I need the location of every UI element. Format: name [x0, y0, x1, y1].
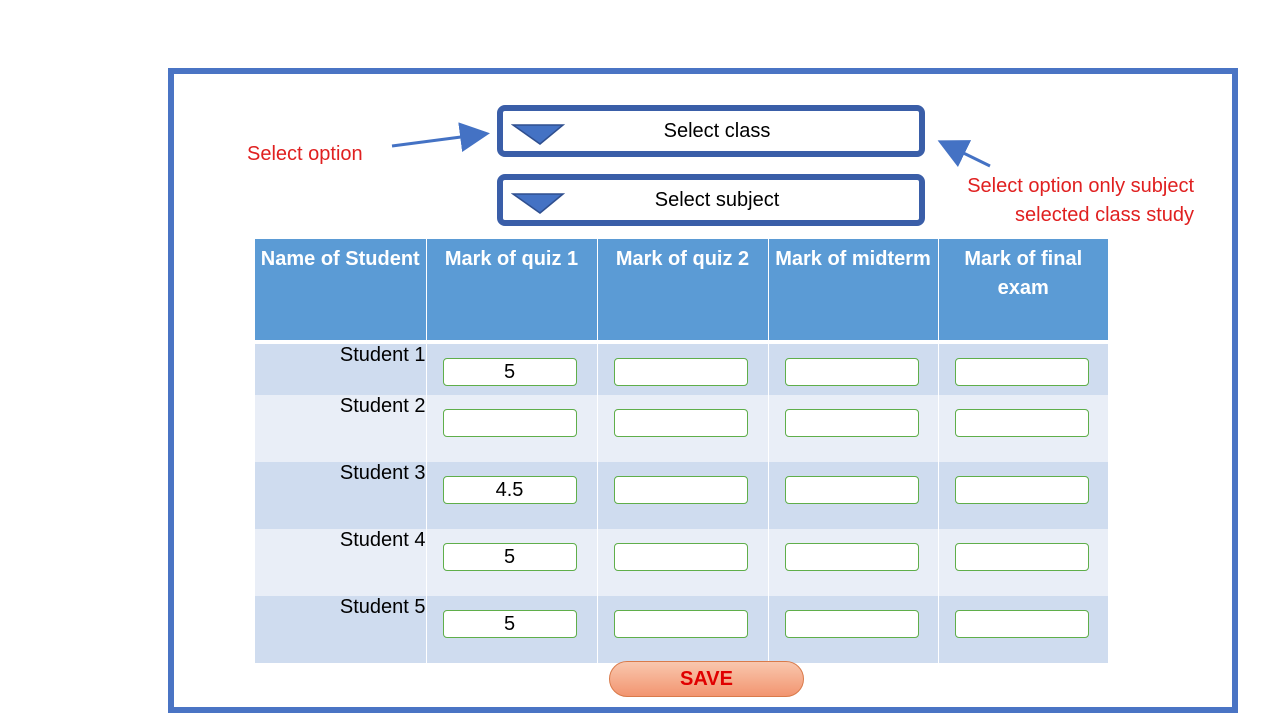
mark-input-quiz2[interactable]	[613, 409, 748, 437]
table-header-row: Name of Student Mark of quiz 1 Mark of q…	[255, 239, 1108, 344]
marks-table: Name of Student Mark of quiz 1 Mark of q…	[255, 239, 1108, 663]
mark-input-midterm[interactable]	[784, 358, 919, 386]
mark-input-final[interactable]	[954, 610, 1089, 638]
mark-input-quiz2[interactable]	[613, 476, 748, 504]
annotation-subject-note-line1: Select option only subject	[967, 175, 1194, 197]
mark-input-quiz2[interactable]	[613, 358, 748, 386]
header-student-name: Name of Student	[255, 239, 427, 344]
student-name: Student 2	[255, 395, 427, 462]
header-midterm: Mark of midterm	[768, 239, 939, 344]
student-name: Student 3	[255, 462, 427, 529]
mark-input-quiz1[interactable]	[442, 476, 577, 504]
annotation-select-option: Select option	[247, 143, 363, 165]
mark-input-midterm[interactable]	[784, 610, 919, 638]
mark-input-midterm[interactable]	[784, 409, 919, 437]
table-row: Student 3	[255, 462, 1108, 529]
mark-input-midterm[interactable]	[784, 543, 919, 571]
mark-input-final[interactable]	[954, 476, 1089, 504]
dropdown-arrow-icon	[511, 124, 565, 145]
mark-input-quiz2[interactable]	[613, 543, 748, 571]
student-name: Student 4	[255, 529, 427, 596]
select-class-dropdown[interactable]: Select class	[497, 105, 925, 157]
mark-input-midterm[interactable]	[784, 476, 919, 504]
table-row: Student 5	[255, 596, 1108, 663]
header-final-exam: Mark of final exam	[938, 239, 1108, 344]
student-name: Student 5	[255, 596, 427, 663]
mark-input-quiz1[interactable]	[442, 543, 577, 571]
table-row: Student 2	[255, 395, 1108, 462]
mark-input-final[interactable]	[954, 409, 1089, 437]
table-row: Student 1	[255, 342, 1108, 395]
mark-input-quiz1[interactable]	[442, 358, 577, 386]
mark-input-final[interactable]	[954, 543, 1089, 571]
select-subject-label: Select subject	[654, 188, 780, 211]
table-row: Student 4	[255, 529, 1108, 596]
annotation-subject-note: Select option only subject selected clas…	[967, 172, 1194, 230]
annotation-subject-note-line2: selected class study	[1015, 204, 1194, 226]
mark-input-quiz2[interactable]	[613, 610, 748, 638]
select-subject-dropdown[interactable]: Select subject	[497, 174, 925, 226]
dropdown-arrow-icon	[511, 193, 565, 214]
student-name: Student 1	[255, 342, 427, 395]
save-button[interactable]: SAVE	[609, 661, 804, 697]
header-quiz-1: Mark of quiz 1	[426, 239, 598, 344]
mark-input-final[interactable]	[954, 358, 1089, 386]
header-quiz-2: Mark of quiz 2	[597, 239, 769, 344]
mark-input-quiz1[interactable]	[442, 610, 577, 638]
mark-input-quiz1[interactable]	[442, 409, 577, 437]
select-class-label: Select class	[663, 119, 771, 142]
